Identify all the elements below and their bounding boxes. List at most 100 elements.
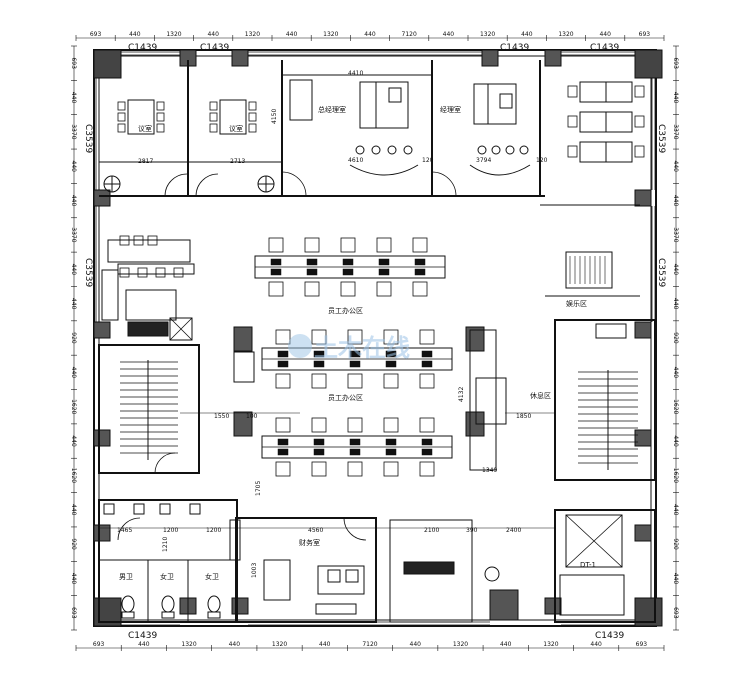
dim-right-8: 920 — [672, 332, 679, 344]
office-chair — [499, 93, 513, 109]
dim-top-6: 1320 — [323, 31, 338, 38]
column — [465, 326, 485, 352]
dim-left-3: 440 — [70, 161, 77, 173]
chair — [156, 123, 165, 133]
dim-top-5: 440 — [286, 31, 298, 38]
dim-2100: 2100 — [424, 527, 439, 534]
room-label-staff-office-1: 员工办公区 — [328, 306, 363, 315]
monitor — [342, 258, 354, 266]
chair — [376, 281, 392, 297]
desk — [579, 111, 607, 133]
dim-bottom-4: 1320 — [272, 641, 287, 648]
perimeter-column — [634, 429, 652, 447]
dim-1550: 1550 — [214, 413, 229, 420]
reception-desk — [403, 561, 455, 575]
office-chair — [327, 569, 341, 583]
monitor — [421, 360, 433, 368]
desk — [473, 83, 489, 125]
dim-right-11: 440 — [672, 435, 679, 447]
chair — [419, 373, 435, 389]
dim-left-12: 1620 — [70, 468, 77, 483]
chair — [347, 417, 363, 433]
office-chair — [388, 87, 402, 103]
window-tag-top-4: C1439 — [590, 43, 619, 53]
desk — [579, 141, 607, 163]
monitor — [414, 268, 426, 276]
dim-right-10: 1620 — [672, 399, 679, 414]
dim-right-1: 440 — [672, 92, 679, 104]
dim-right-6: 440 — [672, 264, 679, 276]
desk — [317, 565, 365, 595]
door-arc — [343, 517, 367, 541]
toilet — [161, 595, 175, 613]
monitor — [349, 438, 361, 446]
dim-left-8: 920 — [70, 332, 77, 344]
dim-top-12: 1320 — [558, 31, 573, 38]
room-label-womens-wc-1: 女卫 — [160, 572, 174, 581]
dim-4132: 4132 — [458, 387, 465, 402]
perimeter-column — [231, 49, 249, 67]
stair-well — [98, 344, 200, 474]
dim-bottom-2: 1320 — [181, 641, 196, 648]
column — [233, 411, 253, 437]
dim-2400: 2400 — [506, 527, 521, 534]
chair — [156, 101, 165, 111]
dim-left-9: 440 — [70, 367, 77, 379]
labels: 议室 议室 总经理室 经理室 员工办公区 员工办公区 娱乐区 休息区 财务室 男… — [83, 43, 666, 641]
ping-pong-table — [565, 251, 613, 289]
dim-right-15: 440 — [672, 573, 679, 585]
chair — [275, 329, 291, 345]
desk — [375, 81, 409, 129]
dim-1465: 1465 — [117, 527, 132, 534]
dim-1200-a: 1200 — [163, 527, 178, 534]
office-chair — [345, 569, 359, 583]
monitor — [306, 268, 318, 276]
chair — [371, 145, 381, 155]
chair — [347, 461, 363, 477]
chair — [419, 417, 435, 433]
chair — [347, 373, 363, 389]
chair — [248, 123, 257, 133]
chair — [156, 112, 165, 122]
chair — [209, 101, 218, 111]
dim-top-10: 1320 — [480, 31, 495, 38]
dim-4560: 4560 — [308, 527, 323, 534]
dim-390: 390 — [466, 527, 478, 534]
chair — [403, 145, 413, 155]
corner-column — [93, 49, 122, 79]
dim-1705: 1705 — [255, 481, 262, 496]
coffee-table — [349, 164, 419, 176]
chair — [311, 373, 327, 389]
chair — [268, 237, 284, 253]
monitor — [277, 448, 289, 456]
monitor — [421, 438, 433, 446]
monitor — [277, 438, 289, 446]
partition — [469, 329, 497, 471]
dim-left-14: 920 — [70, 538, 77, 550]
dim-bottom-3: 440 — [229, 641, 241, 648]
monitor — [349, 448, 361, 456]
stool — [137, 267, 148, 278]
perimeter-column — [634, 189, 652, 207]
chair — [567, 115, 578, 128]
chair — [387, 145, 397, 155]
toilet-tank — [121, 611, 135, 619]
door-arc — [281, 171, 307, 197]
room-label-manager-office: 经理室 — [440, 105, 461, 114]
reception — [389, 519, 473, 623]
perimeter-column — [231, 597, 249, 615]
dim-bottom-1: 440 — [138, 641, 150, 648]
dim-right-0: 693 — [672, 57, 679, 69]
stool — [119, 235, 130, 246]
watermark-text: 土木在线 — [314, 334, 410, 362]
room-label-finance: 财务室 — [299, 538, 320, 547]
stool — [173, 267, 184, 278]
door-arc — [431, 171, 457, 197]
room-label-rest-area: 休息区 — [530, 391, 551, 400]
elevator-lobby — [559, 574, 625, 616]
perimeter-column — [93, 189, 111, 207]
monitor — [385, 448, 397, 456]
chair — [248, 112, 257, 122]
monitor — [270, 268, 282, 276]
dim-bottom-12: 693 — [636, 641, 648, 648]
